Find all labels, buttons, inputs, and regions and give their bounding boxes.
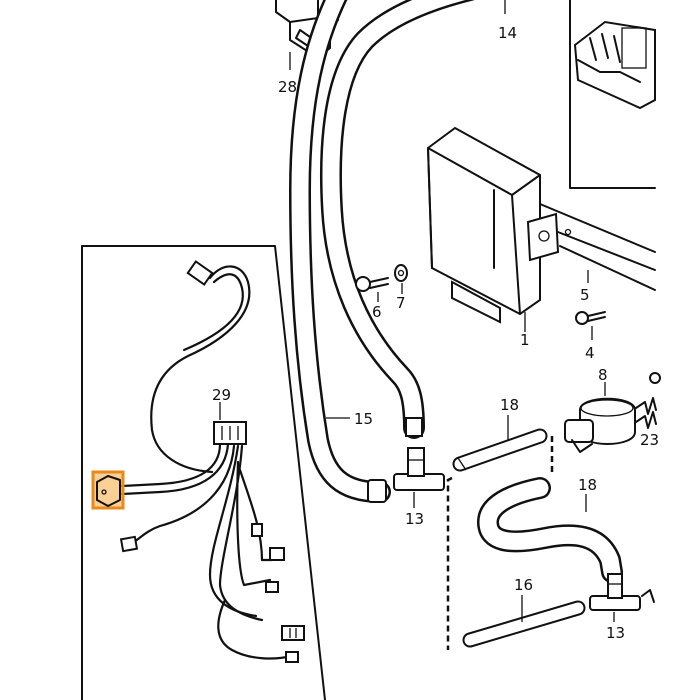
part-13-tee-left [393,447,445,491]
part-5-rail [526,203,656,291]
label-18-bent: 18 [578,476,597,494]
part-18-tube-straight [452,428,548,472]
part-23-spring [635,372,661,429]
part-1-control-box [426,126,541,324]
part-13-tee-right [589,573,655,611]
label-1: 1 [520,331,530,349]
label-8: 8 [598,366,608,384]
highlighted-connector[interactable] [91,470,125,510]
part-4-screw [575,311,606,325]
label-23: 23 [640,431,659,449]
label-13-left: 13 [405,510,424,528]
part-7-washer [394,264,408,282]
dashed-assembly-line [446,436,554,650]
label-14: 14 [498,24,517,42]
harness-inset-frame [81,245,326,700]
part-29-wiring-harness [119,260,305,663]
label-15: 15 [354,410,373,428]
relay-inset [569,0,656,189]
part-16-tube [462,600,586,648]
part-18-tube-bent [477,477,623,583]
label-18-top: 18 [500,396,519,414]
label-4: 4 [585,344,595,362]
part-6-screw [355,276,389,292]
label-6: 6 [372,303,382,321]
label-5: 5 [580,286,590,304]
part-14-hose [319,0,475,439]
label-28: 28 [278,78,297,96]
label-7: 7 [396,294,406,312]
label-16: 16 [514,576,533,594]
label-13-right: 13 [606,624,625,642]
part-8-valve [564,397,636,453]
label-29: 29 [212,386,231,404]
part-15-hose [289,0,391,503]
